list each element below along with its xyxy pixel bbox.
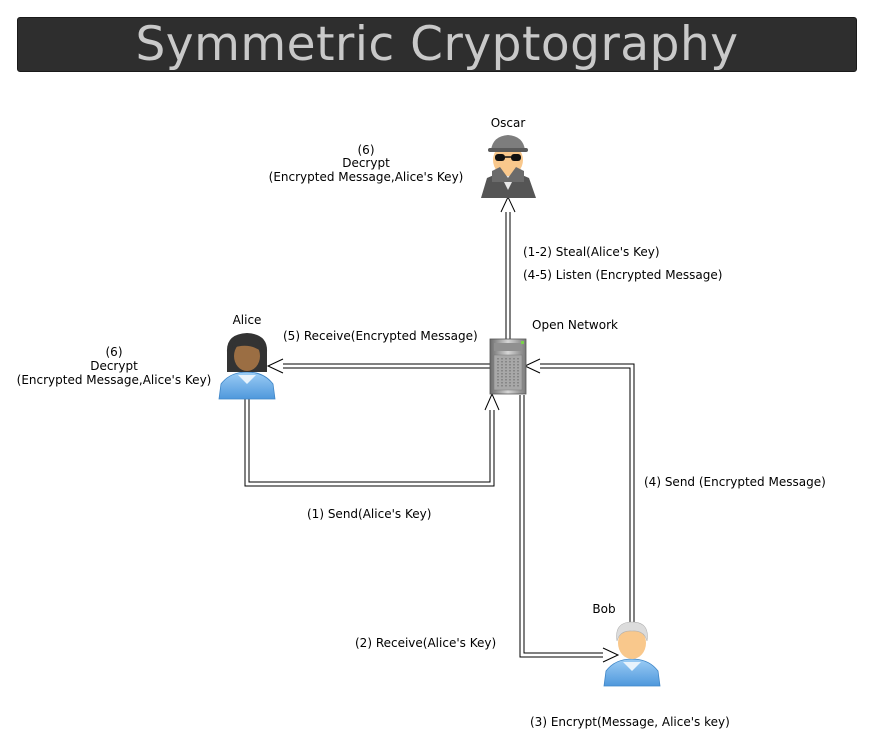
edge-label-alice-receive: (5) Receive(Encrypted Message)	[283, 329, 478, 343]
alice-note-action: Decrypt	[90, 359, 138, 373]
network-label: Open Network	[532, 318, 618, 332]
edge-label-bob-receive: (2) Receive(Alice's Key)	[355, 636, 496, 650]
edge-label-bob-send: (4) Send (Encrypted Message)	[644, 475, 826, 489]
edge-bob-send	[523, 358, 635, 622]
title-bar: Symmetric Cryptography	[17, 17, 857, 72]
oscar-note-step: (6)	[358, 143, 375, 157]
page-title: Symmetric Cryptography	[135, 17, 739, 72]
edge-bob-receive	[519, 395, 620, 663]
oscar-note-args: (Encrypted Message,Alice's Key)	[269, 170, 464, 184]
edge-label-alice-send: (1) Send(Alice's Key)	[307, 507, 431, 521]
server-icon	[489, 338, 527, 395]
user-male-icon	[603, 621, 661, 687]
edge-label-steal: (1-2) Steal(Alice's Key)	[523, 245, 660, 259]
edge-alice-receive	[266, 358, 490, 374]
edge-label-listen: (4-5) Listen (Encrypted Message)	[523, 268, 722, 282]
edge-label-bob-encrypt: (3) Encrypt(Message, Alice's key)	[530, 715, 730, 729]
spy-icon	[481, 135, 536, 198]
oscar-label: Oscar	[491, 116, 526, 130]
alice-note-step: (6)	[106, 345, 123, 359]
edge-alice-send	[244, 392, 500, 487]
edge-steal-listen	[500, 195, 516, 339]
alice-note-args: (Encrypted Message,Alice's Key)	[17, 373, 212, 387]
user-female-icon	[218, 333, 276, 400]
alice-label: Alice	[233, 313, 262, 327]
oscar-note-action: Decrypt	[342, 156, 390, 170]
bob-label: Bob	[592, 602, 615, 616]
